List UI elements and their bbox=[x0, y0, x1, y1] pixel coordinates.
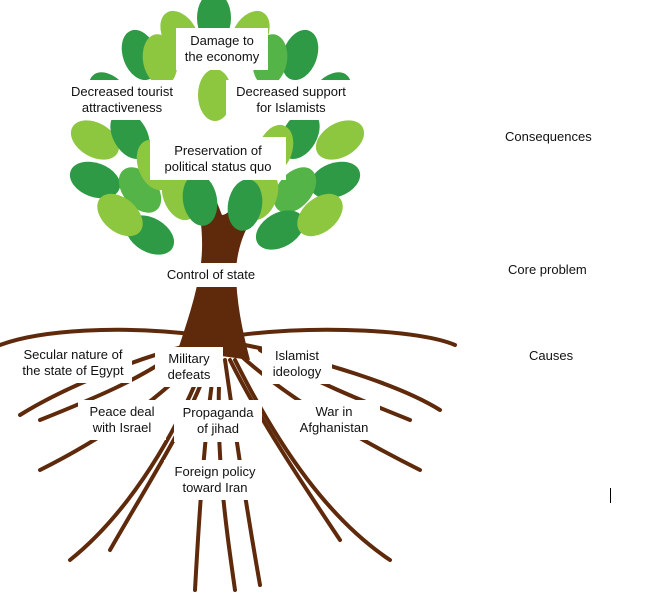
leaf bbox=[281, 29, 319, 81]
core-problem-box: Control of state bbox=[158, 263, 264, 287]
leaf bbox=[315, 120, 365, 160]
leaf bbox=[70, 120, 120, 160]
leaf bbox=[227, 179, 263, 231]
leaf bbox=[309, 161, 361, 199]
consequence-text: attractiveness bbox=[81, 100, 163, 115]
leaf bbox=[182, 174, 218, 226]
cause-text: Secular nature of bbox=[23, 347, 123, 362]
cause-text: War in bbox=[315, 404, 353, 419]
cause-text: ideology bbox=[272, 364, 322, 379]
consequence-text: the economy bbox=[184, 49, 260, 64]
leaf bbox=[198, 69, 232, 121]
cause-text: toward Iran bbox=[182, 480, 248, 495]
consequence-text: Preservation of bbox=[174, 142, 262, 158]
consequence-text: Damage to bbox=[190, 33, 254, 48]
cause-text: defeats bbox=[167, 367, 211, 382]
leaf bbox=[297, 193, 343, 237]
root bbox=[0, 327, 202, 347]
consequence-text: political status quo bbox=[164, 158, 272, 174]
cause-text: the state of Egypt bbox=[22, 363, 124, 378]
cause-text: of jihad bbox=[197, 421, 239, 436]
root bbox=[233, 358, 392, 562]
root bbox=[68, 358, 207, 562]
text-cursor bbox=[610, 488, 611, 503]
cause-text: Foreign policy bbox=[174, 464, 256, 479]
leaf bbox=[255, 210, 305, 250]
legend-causes: Causes bbox=[529, 348, 574, 363]
cause-text: Peace deal bbox=[89, 404, 155, 419]
leaf bbox=[97, 193, 143, 237]
consequence-text: for Islamists bbox=[256, 100, 326, 115]
consequence-text: Decreased support bbox=[236, 84, 346, 99]
cause-text: Islamist bbox=[274, 348, 320, 363]
leaf bbox=[142, 34, 178, 86]
core-problem-text: Control of state bbox=[166, 267, 256, 282]
legend-core-problem: Core problem bbox=[508, 262, 587, 277]
legend-consequences: Consequences bbox=[505, 129, 592, 144]
consequence-text: Decreased tourist bbox=[71, 84, 173, 99]
root bbox=[238, 327, 457, 347]
cause-text: Propaganda bbox=[182, 405, 254, 420]
cause-text: with Israel bbox=[92, 420, 152, 435]
root bbox=[228, 358, 342, 542]
leaf bbox=[69, 161, 121, 199]
cause-text: Military bbox=[168, 351, 210, 366]
cause-text: Afghanistan bbox=[299, 420, 369, 435]
